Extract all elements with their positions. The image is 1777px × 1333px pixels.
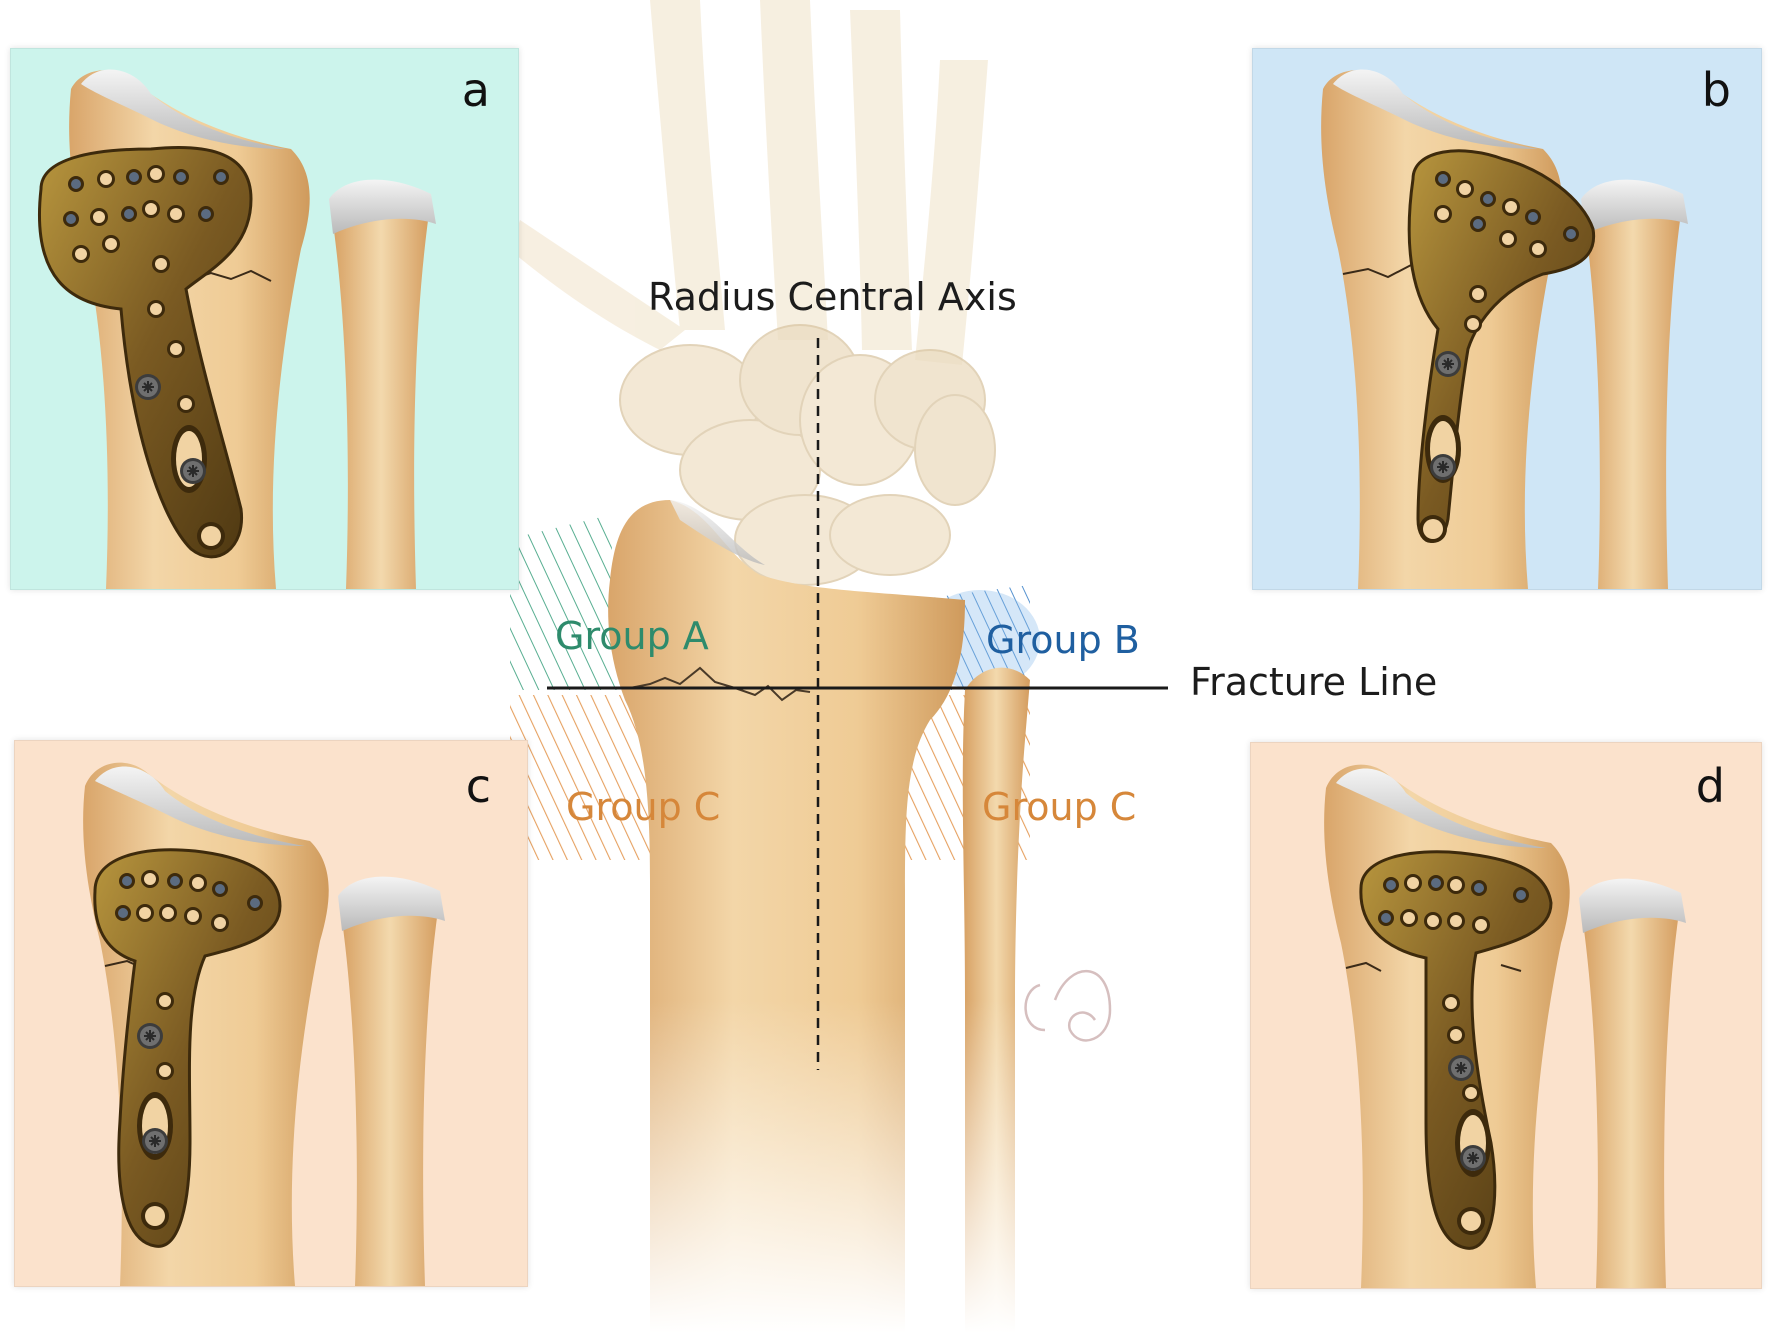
ulna-cap [338, 876, 445, 931]
panel-c: c [14, 740, 528, 1287]
radius-articular-cap [81, 69, 286, 149]
radius-articular-cap [1336, 768, 1546, 848]
radius-articular-cap [95, 766, 305, 846]
group-c-right-label: Group C [982, 785, 1137, 829]
panel-c-illustration [83, 762, 445, 1286]
panel-c-letter: c [465, 759, 491, 813]
fracture-crack [1345, 961, 1522, 972]
group-b-label: Group B [986, 618, 1140, 662]
group-a-label: Group A [555, 614, 709, 658]
fracture-line-label: Fracture Line [1190, 660, 1438, 704]
panel-d-letter: d [1695, 759, 1725, 813]
radius-articular-cap [1333, 69, 1538, 149]
ulna-bone [340, 885, 440, 1286]
fracture-crack [629, 666, 811, 702]
ulna-bone [1581, 887, 1681, 1288]
group-c-left-region [510, 695, 650, 860]
panel-a-illustration [38, 69, 436, 589]
radius-articular-cap [670, 500, 765, 565]
carpal-bones [619, 324, 996, 586]
ulna-bone [1583, 188, 1683, 589]
panel-b: b [1252, 48, 1762, 590]
ulna-cap [1581, 179, 1688, 234]
panel-a: a [10, 48, 519, 590]
ulna-bone [331, 188, 431, 589]
panel-a-letter: a [461, 63, 490, 117]
bottom-fade [600, 1000, 1060, 1333]
radius-central-axis-label: Radius Central Axis [648, 275, 1017, 319]
artist-signature [1024, 970, 1112, 1042]
panel-d-illustration [1324, 764, 1686, 1288]
group-c-left-label: Group C [566, 785, 721, 829]
ulna-cap [1579, 878, 1686, 933]
wrist-illustration [510, 0, 1168, 1333]
panel-b-illustration [1321, 69, 1688, 589]
metacarpals [510, 0, 988, 365]
panel-d: d [1250, 742, 1762, 1289]
radius-bone [83, 762, 329, 1286]
group-a-region [510, 515, 620, 690]
ulna-cap [329, 179, 436, 234]
panel-b-letter: b [1701, 63, 1731, 117]
